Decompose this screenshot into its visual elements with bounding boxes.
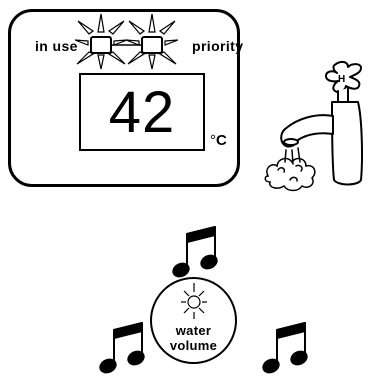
hot-letter: H [338, 74, 345, 85]
in-use-led-icon[interactable] [75, 14, 127, 69]
music-note-icon [260, 320, 312, 376]
indicator-leds [11, 12, 243, 72]
hot-water-tap-icon: H [262, 58, 386, 192]
music-note-icon [170, 224, 222, 280]
temperature-unit: °C [210, 133, 227, 149]
water-volume-label: water volume [150, 323, 237, 353]
temperature-value: 42 [81, 81, 203, 145]
sun-icon [179, 280, 209, 320]
water-volume-line1: water [150, 323, 237, 338]
water-volume-line2: volume [150, 338, 237, 353]
celsius-letter: C [216, 132, 227, 149]
control-panel: in use priority [8, 9, 240, 187]
temperature-display: 42 [79, 73, 205, 151]
priority-led-icon[interactable] [126, 14, 178, 69]
music-note-icon [97, 320, 149, 376]
